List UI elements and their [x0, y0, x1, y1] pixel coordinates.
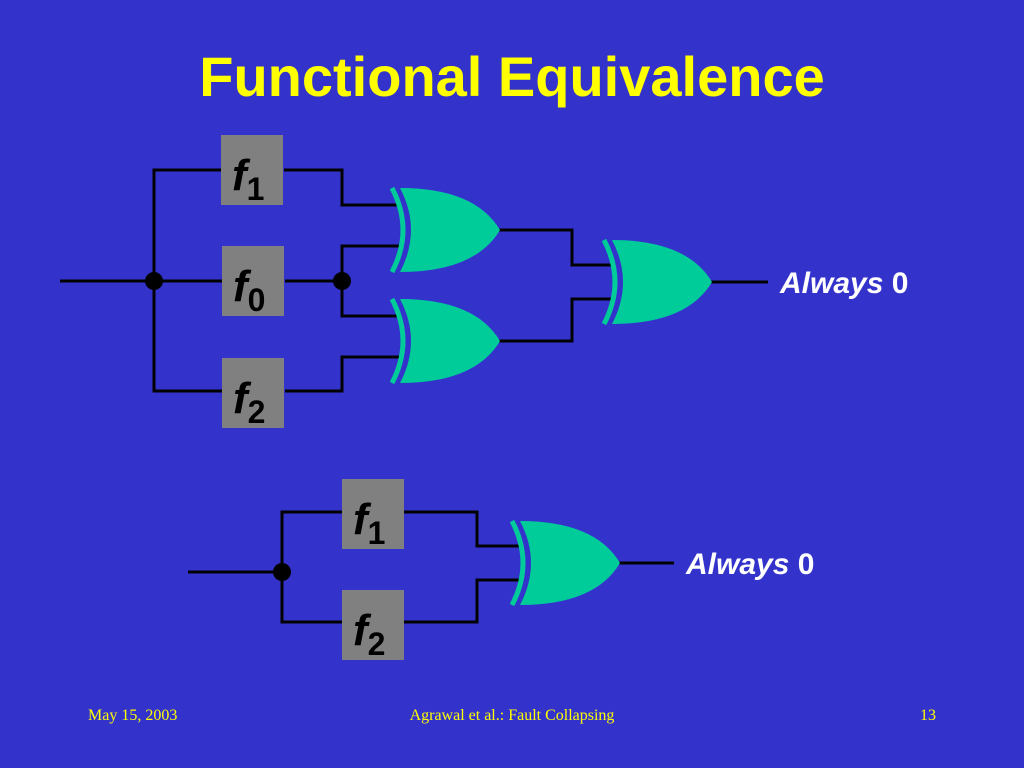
bottom-block-f1-symbol: f — [353, 495, 372, 544]
bottom-fanout-dot — [273, 563, 291, 581]
top-block-f1-symbol: f — [232, 151, 251, 200]
bottom-output-label: Always 0 — [685, 548, 814, 581]
top-xor-gate-a — [392, 188, 500, 272]
top-xor-gate-c — [604, 240, 712, 324]
svg-text:f1: f1 — [232, 151, 264, 207]
bottom-block-f2-subscript: 2 — [368, 626, 386, 662]
svg-text:f2: f2 — [233, 374, 265, 430]
bottom-circuit: f1 f2 Always 0 — [188, 479, 814, 662]
svg-text:f0: f0 — [233, 262, 265, 318]
bottom-f2-output-wire — [404, 578, 520, 624]
top-output-label: Always 0 — [779, 267, 908, 300]
top-block-f0-symbol: f — [233, 262, 252, 311]
top-xor-b-output-wire — [494, 297, 612, 343]
top-block-f2: f2 — [222, 358, 284, 430]
top-xor-gate-b — [392, 299, 500, 383]
top-block-f0: f0 — [222, 246, 284, 318]
bottom-xor-gate — [512, 521, 620, 605]
bottom-block-f2: f2 — [342, 590, 404, 662]
top-output-label-italic: Always — [779, 267, 883, 300]
bottom-block-f1-subscript: 1 — [368, 515, 386, 551]
top-block-f1-subscript: 1 — [247, 171, 265, 207]
top-block-f1: f1 — [221, 135, 283, 207]
top-output-label-value: 0 — [892, 267, 909, 300]
top-circuit: f1 f0 f2 Always 0 — [60, 135, 908, 430]
top-f2-output-wire — [285, 355, 400, 393]
top-xor-a-output-wire — [494, 228, 612, 267]
bottom-f1-output-wire — [404, 510, 520, 548]
footer-date: May 15, 2003 — [88, 707, 178, 724]
bottom-output-label-italic: Always — [685, 548, 789, 581]
top-block-f0-subscript: 0 — [248, 282, 266, 318]
svg-text:f2: f2 — [353, 606, 385, 662]
top-junction-dot — [333, 272, 351, 290]
slide-title: Functional Equivalence — [199, 45, 825, 108]
svg-text:f1: f1 — [353, 495, 385, 551]
top-block-f2-symbol: f — [233, 374, 252, 423]
top-f1-output-wire — [284, 168, 400, 207]
bottom-output-label-value: 0 — [798, 548, 815, 581]
bottom-block-f2-symbol: f — [353, 606, 372, 655]
top-block-f2-subscript: 2 — [248, 394, 266, 430]
bottom-block-f1: f1 — [342, 479, 404, 551]
bottom-branch-wire — [280, 510, 342, 624]
footer-page-number: 13 — [920, 707, 936, 724]
footer-source: Agrawal et al.: Fault Collapsing — [409, 707, 615, 724]
top-fanout-dot — [145, 272, 163, 290]
